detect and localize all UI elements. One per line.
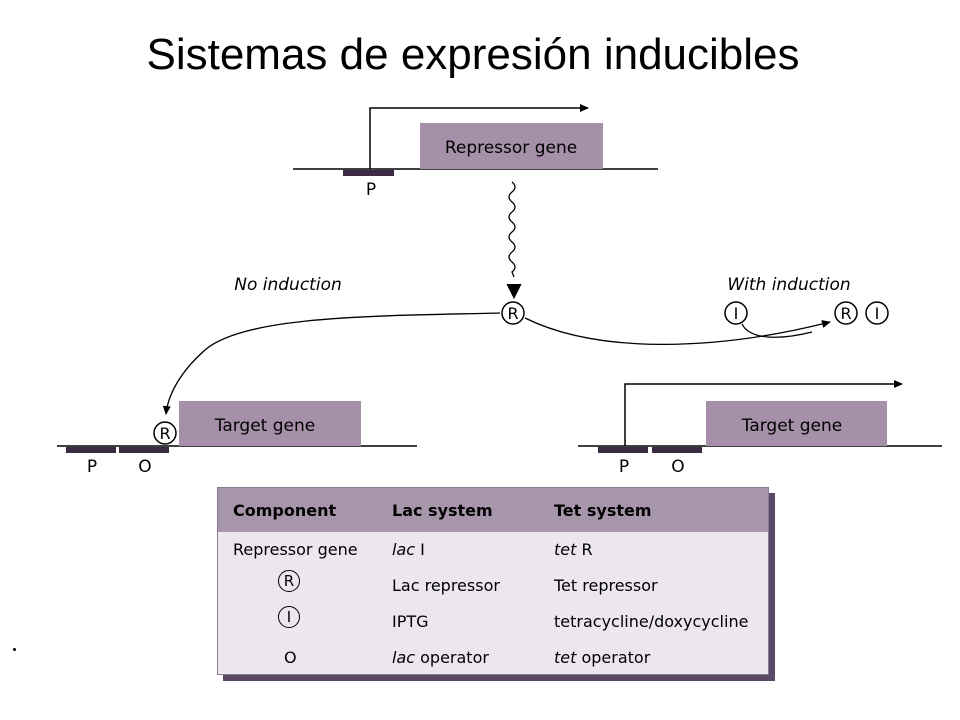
repressor-gene-box xyxy=(420,123,603,169)
binding-curve-arrow xyxy=(162,312,501,415)
header-lac: Lac system xyxy=(392,501,493,520)
target-gene-label: Target gene xyxy=(214,416,315,436)
repressor-gene-label: Repressor gene xyxy=(445,138,577,158)
target-gene-box xyxy=(706,401,887,446)
target-gene-induced: Target gene P O xyxy=(578,380,942,477)
repressor-gene-construct: Repressor gene P xyxy=(293,104,658,200)
component-table: Component Lac system Tet system Represso… xyxy=(217,487,775,681)
row-repressor-symbol: R xyxy=(278,570,300,592)
row-repressor-tet: Tet repressor xyxy=(554,576,658,595)
promoter-bar xyxy=(598,447,648,453)
inducer-curve xyxy=(741,323,813,338)
no-induction-label: No induction xyxy=(234,275,342,295)
row-inducer-symbol: I xyxy=(278,606,300,628)
row-repressor-gene-lac: lac I xyxy=(392,540,425,559)
row-repressor-lac: Lac repressor xyxy=(392,576,500,595)
header-component: Component xyxy=(233,501,337,520)
row-operator-symbol: O xyxy=(284,648,297,667)
table-body: Component Lac system Tet system Represso… xyxy=(217,487,769,675)
repressor-molecule: R xyxy=(501,301,525,325)
row-repressor-gene-tet: tet R xyxy=(554,540,593,559)
repressor-symbol: R xyxy=(278,570,300,592)
inducer-symbol: I xyxy=(278,606,300,628)
stray-dot xyxy=(13,648,16,651)
operator-bar xyxy=(652,447,702,453)
promoter-label: P xyxy=(619,457,629,477)
target-gene-repressed: Target gene P O R xyxy=(57,401,417,477)
target-gene-box xyxy=(179,401,361,446)
promoter-bar xyxy=(343,170,394,176)
complex-curve-arrow xyxy=(524,317,831,346)
repressor-letter: R xyxy=(507,304,518,323)
row-inducer-tet: tetracycline/doxycycline xyxy=(554,612,749,631)
transcription-arrow xyxy=(369,104,589,169)
inducer-letter: I xyxy=(734,304,739,323)
complex-inducer-letter: I xyxy=(875,304,880,323)
promoter-label: P xyxy=(366,180,376,200)
operator-label: O xyxy=(671,457,684,477)
with-induction-label: With induction xyxy=(727,275,850,295)
operator-bar xyxy=(119,447,169,453)
bound-repressor-letter: R xyxy=(159,424,170,443)
slide-title: Sistemas de expresión inducibles xyxy=(146,30,800,79)
row-operator-lac: lac operator xyxy=(392,648,489,667)
complex-repressor-letter: R xyxy=(840,304,851,323)
row-operator-tet: tet operator xyxy=(554,648,651,667)
header-tet: Tet system xyxy=(554,501,652,520)
inducer-molecule: I xyxy=(724,301,748,325)
table-header xyxy=(218,488,768,532)
promoter-label: P xyxy=(87,457,97,477)
wavy-arrow-head xyxy=(506,283,522,300)
repressor-inducer-complex: R I xyxy=(834,301,889,325)
operator-label: O xyxy=(138,457,151,477)
promoter-bar xyxy=(66,447,116,453)
transcription-arrow xyxy=(624,380,903,446)
row-inducer-lac: IPTG xyxy=(392,612,429,631)
target-gene-label: Target gene xyxy=(741,416,842,436)
row-repressor-gene-component: Repressor gene xyxy=(233,540,358,559)
bound-repressor-circle xyxy=(153,421,177,445)
expression-wavy-arrow xyxy=(508,181,516,278)
